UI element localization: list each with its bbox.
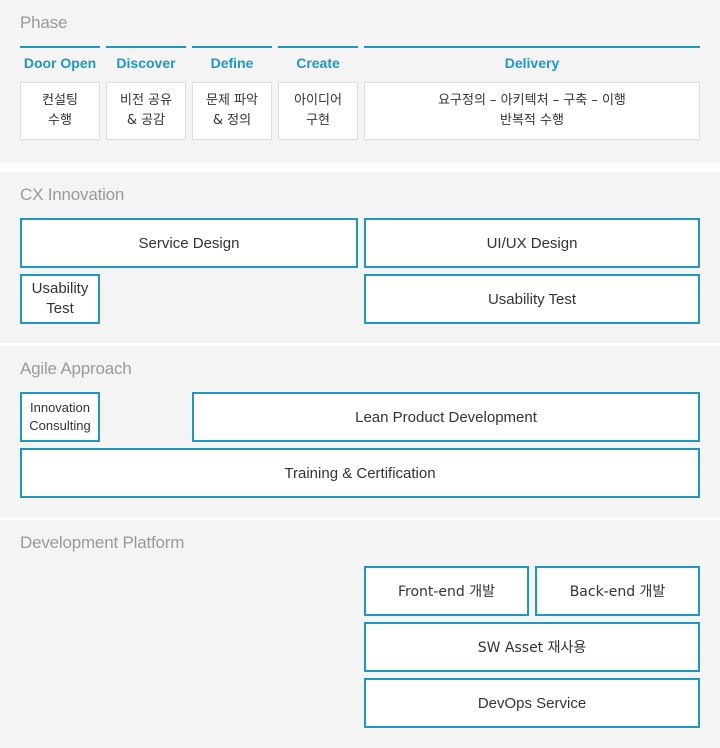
agile-approach-section: Agile Approach Innovation Consulting Lea…	[0, 346, 720, 517]
frontend-box: Front-end 개발	[364, 566, 529, 616]
phase-title: Phase	[20, 13, 68, 32]
phase-content-delivery: 요구정의 – 아키텍처 – 구축 – 이행 반복적 수행	[364, 82, 700, 140]
phase-content-discover: 비전 공유 & 공감	[106, 82, 186, 140]
agile-approach-title: Agile Approach	[20, 359, 132, 378]
phase-content-door-open: 컨설팅 수행	[20, 82, 100, 140]
phase-header-discover: Discover	[106, 46, 186, 72]
phase-header-define: Define	[192, 46, 272, 72]
usability-test-box: Usability Test	[364, 274, 700, 324]
lean-product-development-box: Lean Product Development	[192, 392, 700, 442]
development-platform-title: Development Platform	[20, 533, 185, 552]
phase-content-define: 문제 파악 & 정의	[192, 82, 272, 140]
phase-section: Phase Door Open Discover Define Create D…	[0, 0, 720, 163]
cx-innovation-section: CX Innovation Service Design UI/UX Desig…	[0, 172, 720, 343]
usability-test-small-box: Usability Test	[20, 274, 100, 324]
phase-header-create: Create	[278, 46, 358, 72]
phase-header-door-open: Door Open	[20, 46, 100, 72]
uiux-design-box: UI/UX Design	[364, 218, 700, 268]
service-design-box: Service Design	[20, 218, 358, 268]
development-platform-section: Development Platform Front-end 개발 Back-e…	[0, 520, 720, 748]
phase-content-create: 아이디어 구현	[278, 82, 358, 140]
cx-innovation-title: CX Innovation	[20, 185, 125, 204]
backend-box: Back-end 개발	[535, 566, 700, 616]
devops-service-box: DevOps Service	[364, 678, 700, 728]
phase-header-delivery: Delivery	[364, 46, 700, 72]
innovation-consulting-box: Innovation Consulting	[20, 392, 100, 442]
sw-asset-box: SW Asset 재사용	[364, 622, 700, 672]
training-certification-box: Training & Certification	[20, 448, 700, 498]
